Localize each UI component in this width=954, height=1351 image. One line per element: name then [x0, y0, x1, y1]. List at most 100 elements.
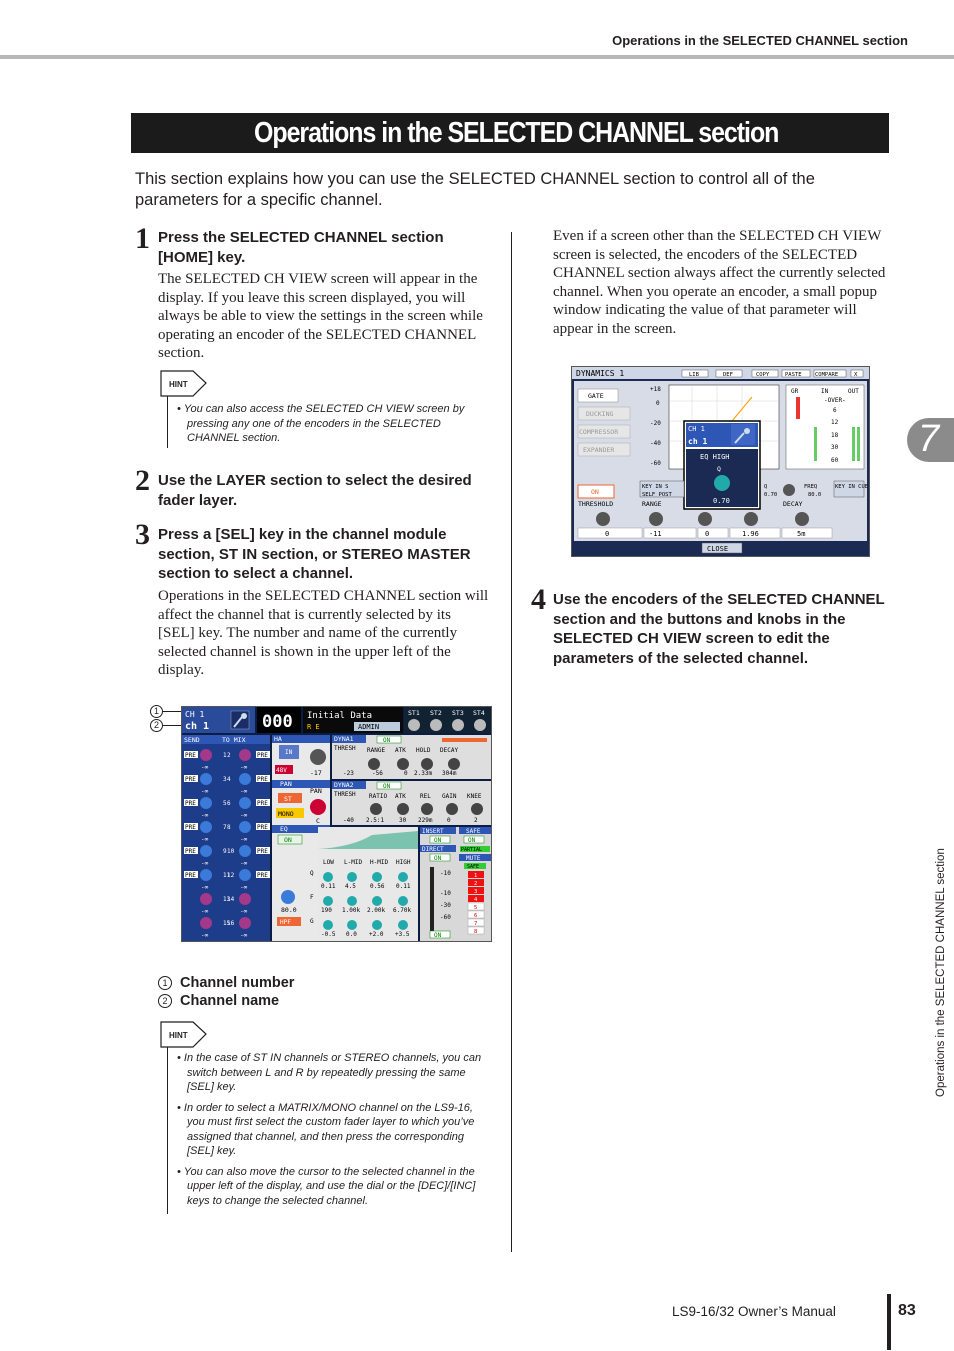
svg-text:IN: IN	[821, 388, 829, 395]
svg-text:GR: GR	[791, 388, 799, 395]
svg-text:DECAY: DECAY	[440, 747, 458, 754]
svg-text:REL: REL	[420, 793, 431, 800]
svg-text:30: 30	[831, 444, 839, 451]
svg-text:48V: 48V	[276, 767, 287, 774]
svg-text:ON: ON	[383, 737, 391, 744]
svg-text:ATK: ATK	[395, 747, 406, 754]
svg-text:ON: ON	[383, 783, 391, 790]
step-heading: Use the encoders of the SELECTED CHANNEL…	[553, 591, 885, 667]
svg-text:-∞: -∞	[240, 764, 248, 771]
hint-item: • In order to select a MATRIX/MONO chann…	[177, 1101, 475, 1158]
chapter-tab	[907, 418, 954, 462]
svg-text:MONO: MONO	[278, 810, 294, 818]
svg-text:2: 2	[474, 817, 478, 824]
svg-text:SAFE: SAFE	[466, 828, 481, 835]
svg-text:8: 8	[227, 824, 231, 831]
svg-text:ON: ON	[591, 488, 599, 496]
svg-text:11: 11	[223, 872, 231, 879]
svg-text:THRESHOLD: THRESHOLD	[578, 500, 613, 508]
svg-text:LOW: LOW	[323, 859, 334, 866]
step-heading: Press the SELECTED CHANNEL section [HOME…	[158, 229, 444, 266]
svg-text:C: C	[316, 817, 320, 825]
svg-text:LIB: LIB	[689, 372, 700, 378]
svg-text:ST: ST	[284, 795, 292, 803]
step-number: 4	[531, 583, 546, 616]
svg-text:13: 13	[223, 896, 231, 903]
svg-text:0: 0	[656, 400, 660, 407]
hint-arrow-icon: HINT	[160, 370, 207, 397]
running-header: Operations in the SELECTED CHANNEL secti…	[612, 33, 908, 48]
svg-text:-40: -40	[650, 440, 661, 447]
svg-text:-∞: -∞	[240, 884, 248, 891]
svg-text:5m: 5m	[797, 530, 805, 538]
svg-text:PRE: PRE	[257, 848, 268, 855]
svg-text:H-MID: H-MID	[370, 859, 388, 866]
svg-text:-10: -10	[440, 890, 451, 897]
hint-arrow-icon: HINT	[160, 1021, 207, 1048]
svg-text:PRE: PRE	[185, 800, 196, 807]
step-heading: Press a [SEL] key in the channel module …	[158, 526, 471, 582]
svg-text:+2.0: +2.0	[369, 931, 384, 938]
svg-text:OUT: OUT	[848, 388, 859, 395]
svg-text:30: 30	[399, 817, 407, 824]
svg-text:1.00k: 1.00k	[342, 907, 360, 914]
svg-text:-∞: -∞	[240, 788, 248, 795]
step-body: Operations in the SELECTED CHANNEL secti…	[158, 588, 489, 678]
step-number: 3	[135, 518, 150, 551]
svg-text:-∞: -∞	[201, 908, 209, 915]
svg-text:-56: -56	[372, 770, 383, 777]
svg-text:GATE: GATE	[588, 392, 604, 400]
svg-text:80.0: 80.0	[281, 906, 297, 914]
svg-text:-∞: -∞	[201, 860, 209, 867]
svg-text:0.11: 0.11	[321, 883, 336, 890]
svg-text:-∞: -∞	[201, 764, 209, 771]
svg-text:9: 9	[223, 848, 227, 855]
svg-text:SAFE: SAFE	[467, 864, 479, 870]
svg-text:-∞: -∞	[240, 860, 248, 867]
svg-text:RATIO: RATIO	[369, 793, 387, 800]
svg-text:+18: +18	[650, 386, 661, 393]
svg-text:3: 3	[474, 889, 477, 895]
svg-text:-∞: -∞	[201, 836, 209, 843]
svg-text:2.5:1: 2.5:1	[366, 817, 384, 824]
svg-text:ST4: ST4	[473, 709, 485, 717]
callout-line	[162, 725, 182, 726]
svg-text:16: 16	[227, 920, 235, 927]
svg-text:PRE: PRE	[257, 752, 268, 759]
footer-bar	[887, 1294, 891, 1350]
svg-text:0.11: 0.11	[396, 883, 411, 890]
title-bar	[131, 113, 889, 153]
chapter-side-label: Operations in the SELECTED CHANNEL secti…	[935, 848, 947, 1097]
svg-text:DYNA2: DYNA2	[334, 781, 354, 789]
recall-indicator: R E	[307, 723, 320, 731]
page-title: Operations in the SELECTED CHANNEL secti…	[254, 117, 779, 149]
svg-text:-∞: -∞	[201, 788, 209, 795]
svg-text:DYNA1: DYNA1	[334, 735, 354, 743]
svg-text:10: 10	[227, 848, 235, 855]
svg-text:KEY IN CUE: KEY IN CUE	[835, 484, 868, 490]
svg-text:0.70: 0.70	[713, 497, 730, 505]
svg-text:PRE: PRE	[257, 872, 268, 879]
step-number: 2	[135, 464, 150, 497]
step-body: The SELECTED CH VIEW screen will appear …	[158, 271, 483, 361]
callout-line	[162, 711, 182, 712]
svg-text:THRESH: THRESH	[334, 745, 356, 752]
svg-text:6: 6	[833, 407, 837, 414]
footer-manual-title: LS9-16/32 Owner’s Manual	[672, 1304, 836, 1319]
svg-text:PRE: PRE	[257, 800, 268, 807]
svg-text:PAN: PAN	[310, 787, 322, 795]
svg-text:-∞: -∞	[240, 932, 248, 939]
svg-text:COMPARE: COMPARE	[815, 372, 838, 378]
svg-text:RANGE: RANGE	[367, 747, 385, 754]
svg-text:ST1: ST1	[408, 709, 420, 717]
svg-text:0: 0	[404, 770, 408, 777]
svg-text:ST2: ST2	[430, 709, 442, 717]
column-divider	[511, 232, 512, 1252]
svg-text:RANGE: RANGE	[642, 500, 662, 508]
step-number: 1	[135, 222, 150, 255]
svg-text:0: 0	[605, 530, 609, 538]
svg-text:80.0: 80.0	[808, 492, 821, 498]
chapter-number: 7	[918, 418, 940, 460]
svg-text:CH 1: CH 1	[688, 425, 705, 433]
